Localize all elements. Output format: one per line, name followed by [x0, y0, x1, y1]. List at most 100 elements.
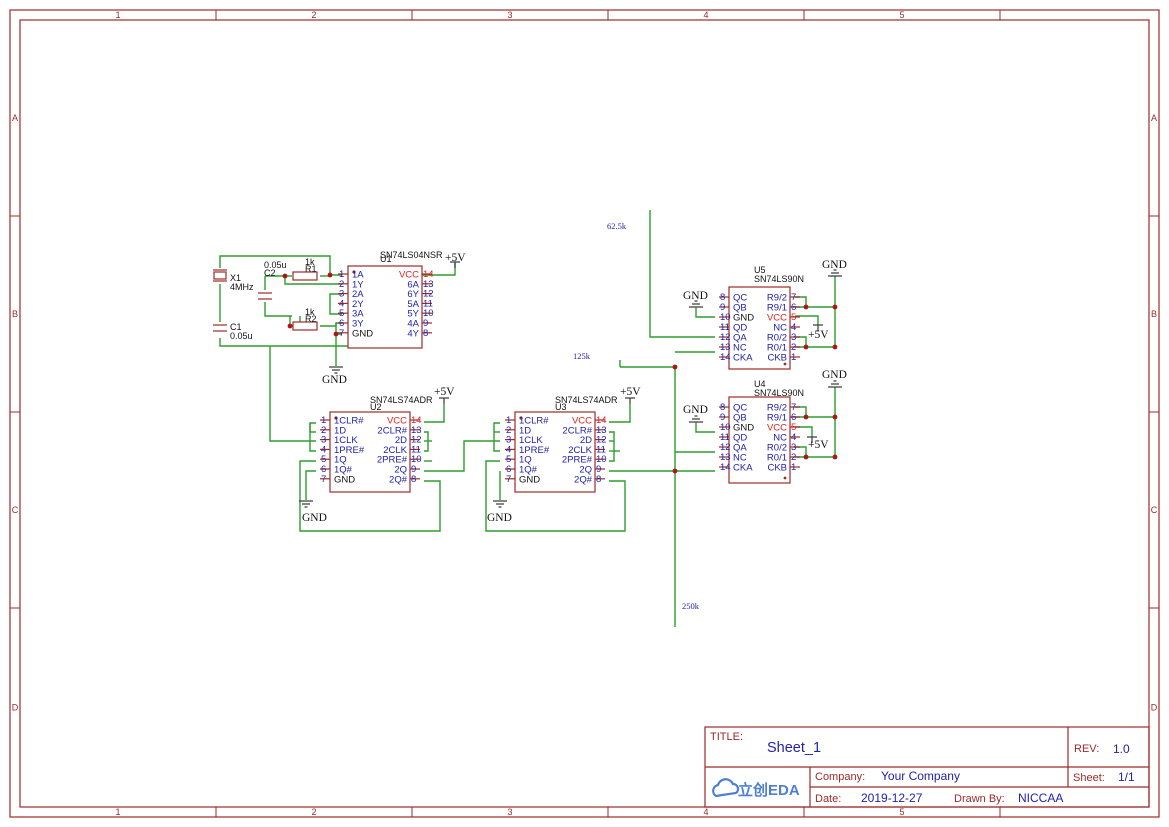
pin-name: 2Y: [352, 299, 364, 310]
pin-number: 8: [596, 474, 601, 485]
pin-name: CKA: [733, 353, 753, 364]
pin-name: R0/1: [767, 343, 787, 354]
capacitor-c1[interactable]: C1 0.05u: [213, 322, 253, 341]
junction-dot: [333, 331, 339, 337]
pin-name: R9/2: [767, 403, 787, 414]
c1-value: 0.05u: [230, 331, 253, 341]
gnd-symbol: GND: [487, 500, 512, 524]
pin-name: CKB: [767, 353, 787, 364]
company-value: Your Company: [881, 769, 960, 783]
pin-number: 14: [596, 415, 607, 426]
c2-value: 0.05u: [264, 260, 287, 270]
x1-ref: X1: [230, 273, 241, 283]
pin-number: 2: [339, 279, 344, 290]
pin-number: 9: [720, 412, 725, 423]
junction-dot: [327, 272, 333, 278]
pin-number: 12: [411, 435, 422, 446]
resistor-r1[interactable]: 1k R1: [292, 257, 318, 281]
ic-ref: U3: [555, 402, 567, 412]
gnd-label: GND: [822, 259, 847, 271]
pin-name: R9/2: [767, 293, 787, 304]
zone-row-right: C: [1151, 505, 1158, 515]
junction-dot: [672, 364, 678, 370]
junction-dot: [832, 454, 838, 460]
junction-dot: [832, 344, 838, 350]
x1-value: 4MHz: [230, 282, 254, 292]
pin-number: 13: [411, 425, 422, 436]
pin-name: 1D: [334, 425, 346, 436]
net-label-62-5k: 62.5k: [607, 221, 627, 231]
zone-row-left: A: [12, 113, 18, 123]
pin-name: 2PRE#: [562, 455, 593, 466]
zone-row-right: A: [1151, 113, 1157, 123]
pin-name: QD: [733, 323, 747, 334]
pin-number: 13: [423, 279, 434, 290]
date-label: Date:: [815, 793, 841, 805]
pin-number: 2: [321, 425, 326, 436]
ic-value: SN74LS74ADR: [370, 395, 433, 405]
pin-name: 5Y: [407, 309, 419, 320]
vcc-label: +5V: [445, 252, 466, 264]
pin-number: 14: [720, 352, 731, 363]
pin1-marker: [519, 416, 523, 420]
zone-column-top: 3: [507, 10, 512, 20]
pin-number: 6: [321, 464, 326, 475]
ic-body: [728, 396, 791, 484]
pin-number: 3: [339, 289, 344, 300]
pin-name: 1A: [352, 270, 364, 281]
pin-number: 9: [411, 464, 416, 475]
pin-number: 7: [321, 474, 326, 485]
pin-name: 1PRE#: [519, 445, 550, 456]
pin-name: 5A: [407, 299, 419, 310]
pin-name: VCC: [572, 416, 592, 427]
pin-name: 4Y: [407, 328, 419, 339]
pin-name: NC: [773, 323, 787, 334]
ic-value: SN74LS90N: [754, 388, 804, 398]
resistor-r2[interactable]: 1k R2: [292, 307, 318, 331]
zone-row-right: B: [1151, 309, 1157, 319]
capacitor-c2[interactable]: 0.05u C2: [258, 260, 287, 300]
zone-row-left: B: [12, 309, 18, 319]
pin-name: 2CLK: [383, 445, 407, 456]
pin-name: 2Q#: [389, 474, 408, 485]
pin-number: 8: [423, 328, 428, 339]
crystal-x1[interactable]: X1 4MHz: [213, 269, 254, 292]
zone-column-top: 4: [703, 10, 708, 20]
pin-number: 5: [506, 454, 511, 465]
pin-name: 2CLR#: [562, 425, 592, 436]
pin-name: GND: [733, 423, 754, 434]
pin-number: 12: [423, 289, 434, 300]
ic-body: [728, 286, 791, 370]
pin-name: 2CLK: [568, 445, 592, 456]
ic-body: [329, 411, 411, 493]
wires: [219, 210, 836, 627]
ic-ref: U5: [754, 265, 766, 275]
vcc-symbol: +5V: [620, 386, 641, 404]
gnd-symbol: GND: [822, 259, 847, 277]
pin-number: 10: [720, 312, 731, 323]
pin-number: 11: [720, 432, 730, 443]
ic-ref: U2: [370, 402, 382, 412]
junction-dot: [803, 414, 809, 420]
company-label: Company:: [815, 771, 865, 783]
zone-column-top: 2: [311, 10, 316, 20]
pin-number: 12: [720, 442, 731, 453]
c1-ref: C1: [230, 322, 242, 332]
pin-name: CKB: [767, 463, 787, 474]
pin-name: 1Q: [519, 455, 532, 466]
pin-name: VCC: [387, 416, 407, 427]
pin-name: R0/1: [767, 453, 787, 464]
pin-number: 14: [720, 462, 731, 473]
junction-dot: [672, 468, 678, 474]
pin-number: 8: [720, 292, 725, 303]
pin-number: 9: [596, 464, 601, 475]
pin-name: R9/1: [767, 413, 787, 424]
pin-number: 10: [411, 454, 422, 465]
rev-label: REV:: [1074, 743, 1099, 755]
